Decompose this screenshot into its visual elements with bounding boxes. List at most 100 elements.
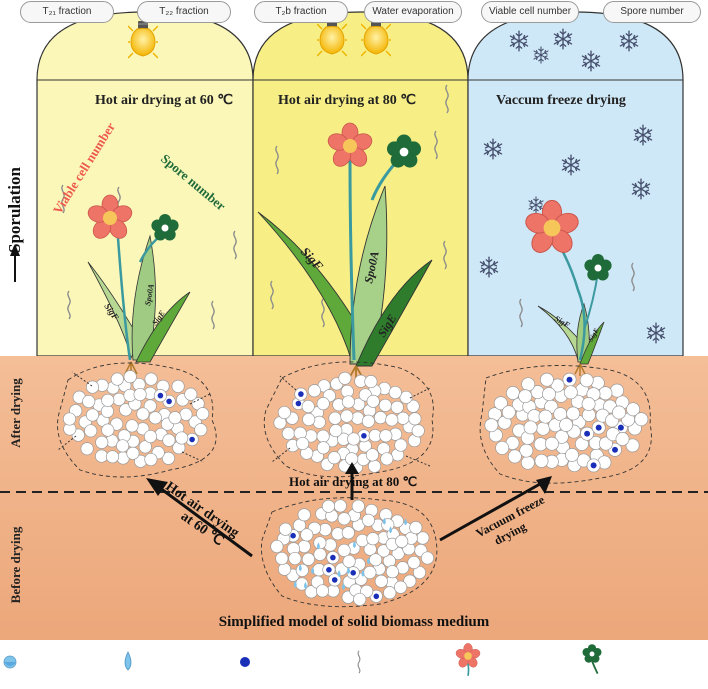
spore-flower-icon [584,254,612,281]
t2b-dot [189,436,195,443]
cell-particle [316,397,330,411]
after-drying-label: After drying [8,378,23,448]
cell-particle [194,423,208,437]
t2b-dot [166,398,172,405]
cell-particle [316,429,330,443]
cell-particle [277,562,292,576]
cell-particle [301,399,315,414]
t22-droplet [389,526,393,534]
plant-80: SigF Spo0A SigE [257,122,433,382]
cell-particle [133,387,147,402]
cell-particle [407,555,421,570]
cell-particle [559,417,574,432]
cell-particle [316,441,330,455]
cell-particle [534,453,549,468]
cell-particle [373,411,388,425]
cell-particle [378,398,392,412]
cell-particle [579,373,594,388]
cell-particle [95,435,109,449]
cell-particle [403,574,417,588]
cell-particle [501,405,516,420]
cell-particle [313,536,327,550]
before-drying-label: Before drying [8,526,23,603]
t22-droplet [303,581,307,589]
cell-particle [538,409,553,424]
water-evaporation-icon [357,650,361,674]
cell-particle [634,412,649,427]
cell-particle [313,547,327,561]
cell-particle [367,459,382,473]
t22-droplet [347,567,351,575]
cell-particle [321,499,336,513]
cell-particle [302,412,316,427]
cell-particle [610,383,624,398]
plant-60: SigF Spo0A SigE [87,194,191,376]
cell-particle [396,411,410,425]
cell-particle [84,424,98,438]
cell-particle [341,395,355,409]
cell-particle [484,418,499,433]
cell-particle [171,379,185,393]
leaf-spo0a-label: Spo0A [361,250,381,285]
t2b-dot [361,433,367,439]
cell-particle [125,419,139,433]
sporulation-label: Sporulation [5,166,24,253]
cell-particle [100,404,114,418]
cell-particle [361,513,375,527]
cell-particle [493,396,508,411]
arrow-hot-air-80 [345,462,359,500]
t22-droplet [366,557,370,565]
cell-particle [566,406,581,421]
cell-particle [161,451,175,465]
cell-particle [110,372,124,386]
t2b-dot [330,554,336,561]
cell-particle [101,423,115,437]
cell-particle [184,387,198,401]
t22-droplet-icon [124,651,132,671]
t2b-dot [350,570,356,576]
cell-particle [277,405,291,420]
t22-droplet [361,569,365,577]
viable-cell-flower-icon [455,643,481,676]
cell-particle [329,424,343,438]
leaf-spo0a-label: Spo0A [143,283,156,307]
t22-droplet [404,518,408,526]
cell-particle [416,531,430,545]
cell-particle [101,393,115,407]
cell-particle [162,433,176,447]
t22-droplet [382,517,386,525]
aggregate-outline-before [260,497,438,608]
cell-particle [353,592,367,606]
cell-particle [395,534,409,548]
cell-particle [175,431,189,445]
arrow-hot-air-60 [146,478,253,558]
cell-particle [337,512,351,526]
t2b-dot [326,567,332,573]
t2b-dot-icon [240,657,250,667]
cell-particle [138,440,152,454]
aggregates [57,361,652,608]
legend-t21-label: T₂₁ fraction [20,1,114,23]
cell-particle [377,544,391,558]
t2b-dot [617,424,624,431]
legend [3,643,602,676]
cell-particle [80,442,94,456]
cell-particle [364,375,378,389]
t22-droplet [337,570,341,578]
t21-droplet-icon [3,655,17,669]
cell-particle [327,451,341,465]
cell-particle [340,409,354,423]
cell-particle [581,397,596,411]
chamber-title-80: Hot air drying at 80 ℃ [278,93,416,108]
cell-particle [143,429,158,444]
t22-droplet [341,582,345,590]
plants: SigF Spo0A SigE [87,122,612,382]
cell-particle [536,421,551,436]
t2b-dot [590,462,597,469]
arrow-vacuum [439,476,552,542]
cell-particle [333,499,347,513]
t2b-dot [595,424,602,431]
cell-particle [315,584,330,598]
cell-particle [297,508,311,522]
cell-particle [507,449,522,464]
